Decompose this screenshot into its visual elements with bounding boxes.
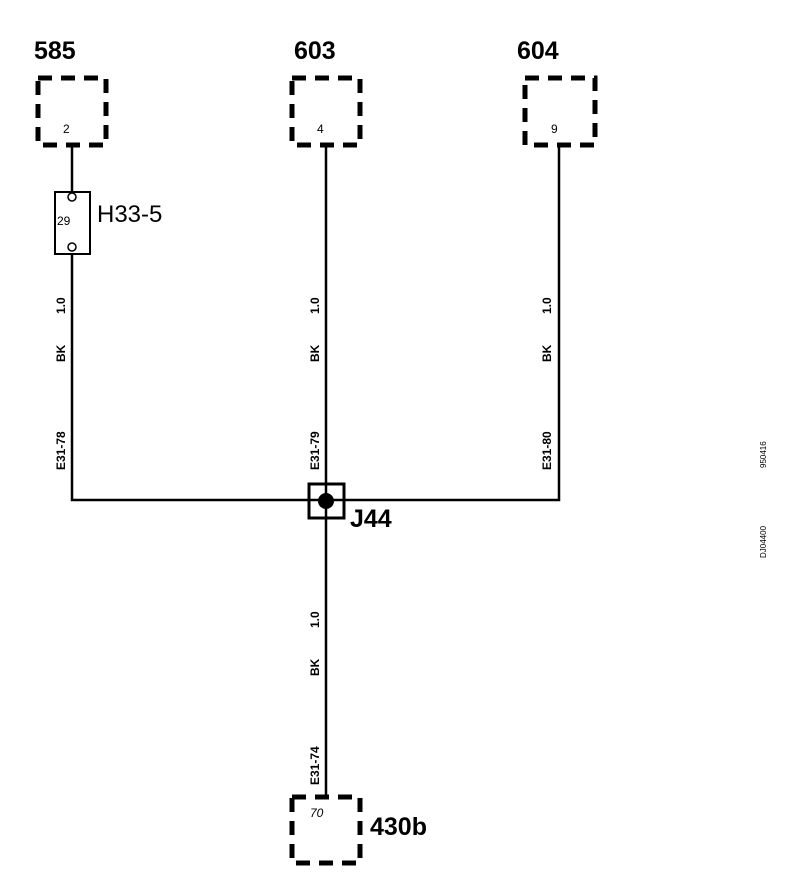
component-430b: 70 430b	[289, 794, 427, 866]
component-604-box	[522, 75, 598, 148]
component-585: 585 2	[34, 37, 109, 148]
wire-e31-78	[70, 254, 326, 502]
side-code-top: 950416	[759, 441, 768, 468]
wire-color: BK	[540, 344, 554, 362]
wire-id: E31-79	[308, 431, 322, 470]
wire-labels-e31-78: 1.0 BK E31-78	[54, 297, 68, 470]
component-585-label: 585	[34, 37, 76, 65]
component-604: 604 9	[517, 37, 598, 148]
component-603-pin: 4	[317, 122, 324, 136]
component-430b-box	[289, 794, 363, 866]
wire-labels-e31-80: 1.0 BK E31-80	[540, 297, 554, 470]
wire-id: E31-78	[54, 431, 68, 470]
inline-connector-label: H33-5	[97, 201, 162, 228]
wire-color: BK	[308, 344, 322, 362]
side-code-bottom: DJ04400	[759, 525, 768, 558]
connector-pin-bottom	[67, 242, 77, 252]
splice-dot	[318, 493, 334, 509]
component-585-box	[35, 75, 109, 148]
wire-labels-e31-79: 1.0 BK E31-79	[308, 297, 322, 470]
inline-connector-pin: 29	[57, 214, 71, 228]
component-603-label: 603	[294, 37, 336, 65]
connector-pin-top	[67, 192, 77, 202]
inline-connector-h33-5: 29 H33-5	[54, 191, 162, 255]
wire-size: 1.0	[308, 297, 322, 314]
component-604-label: 604	[517, 37, 559, 65]
component-585-pin: 2	[63, 122, 70, 136]
wire-color: BK	[308, 658, 322, 676]
wire-size: 1.0	[308, 611, 322, 628]
wire-e31-80	[326, 145, 561, 502]
splice-j44: J44	[307, 482, 392, 533]
wire-id: E31-80	[540, 431, 554, 470]
splice-box	[307, 482, 346, 520]
wire-size: 1.0	[54, 297, 68, 314]
wire-size: 1.0	[540, 297, 554, 314]
component-430b-pin: 70	[310, 806, 324, 820]
wire-labels-e31-74: 1.0 BK E31-74	[308, 611, 322, 785]
splice-label: J44	[350, 505, 392, 533]
component-604-pin: 9	[551, 122, 558, 136]
wire-id: E31-74	[308, 746, 322, 785]
component-603-box	[289, 75, 363, 148]
component-603: 603 4	[289, 37, 363, 148]
component-430b-label: 430b	[370, 813, 427, 841]
wires	[70, 145, 561, 797]
wire-color: BK	[54, 344, 68, 362]
